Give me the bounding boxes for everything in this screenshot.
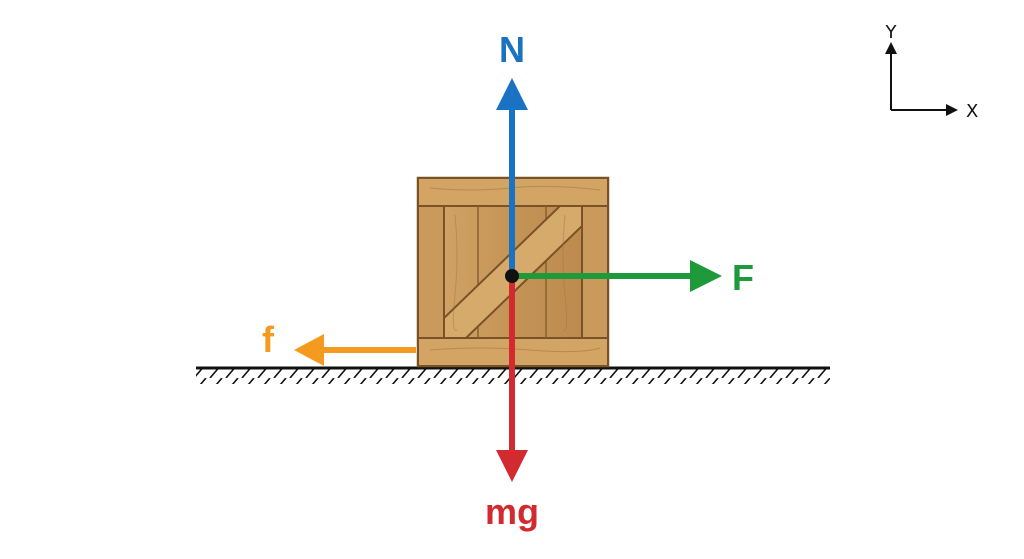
- center-of-mass-point: [505, 269, 519, 283]
- x-axis-arrowhead: [946, 104, 958, 116]
- applied-force-label: F: [732, 257, 754, 298]
- gravity-force-label: mg: [485, 491, 539, 532]
- y-axis-label: Y: [885, 22, 898, 43]
- x-axis-label: X: [966, 101, 978, 122]
- gravity-force-arrow: [496, 276, 528, 482]
- friction-force-label: f: [262, 319, 275, 360]
- friction-force-arrow: [294, 334, 416, 366]
- y-axis-arrowhead: [885, 42, 897, 54]
- applied-force-arrow: [512, 260, 722, 292]
- normal-force-label: N: [499, 29, 525, 70]
- coordinate-axes: [885, 42, 958, 116]
- normal-force-arrow: [496, 78, 528, 276]
